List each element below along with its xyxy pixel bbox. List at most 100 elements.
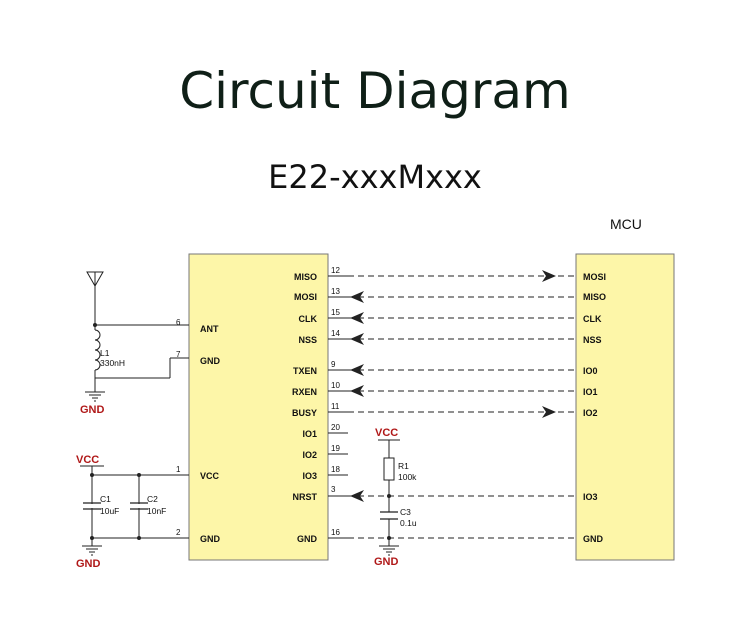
module-chip xyxy=(188,253,329,561)
svg-text:GND: GND xyxy=(297,534,318,544)
gnd-label-mid: GND xyxy=(374,556,399,568)
c2-ref: C2 xyxy=(147,494,158,504)
antenna-icon xyxy=(86,271,104,325)
capacitor-c1 xyxy=(83,502,101,510)
mcu-pin-io3: IO3 xyxy=(583,492,598,502)
svg-text:11: 11 xyxy=(331,402,340,411)
junction-dot xyxy=(137,473,141,477)
svg-text:NSS: NSS xyxy=(298,335,317,345)
module-right-pin-io1: IO1 20 xyxy=(302,423,340,439)
module-left-pin-gnd-2: GND 2 xyxy=(176,528,221,544)
module-left-pin-gnd: GND 7 xyxy=(176,350,221,366)
vcc-label-mid: VCC xyxy=(375,427,398,439)
ground-icon xyxy=(379,545,399,556)
c2-gap xyxy=(137,504,141,508)
module-right-pin-nrst: NRST 3 xyxy=(293,485,337,502)
l1-value: 330nH xyxy=(100,358,125,368)
ground-icon xyxy=(82,545,102,556)
capacitor-c3 xyxy=(380,511,398,520)
nrst-reset-network xyxy=(378,439,400,546)
svg-text:3: 3 xyxy=(331,485,336,494)
mcu-pin-io2: IO2 xyxy=(583,408,598,418)
svg-text:TXEN: TXEN xyxy=(293,366,317,376)
svg-text:GND: GND xyxy=(200,356,221,366)
vcc-bus-left xyxy=(80,465,189,546)
svg-text:2: 2 xyxy=(176,528,181,537)
diagram-subtitle: E22-xxxMxxx xyxy=(268,158,482,196)
svg-text:1: 1 xyxy=(176,465,181,474)
l1-ref: L1 xyxy=(100,348,110,358)
junction-dot xyxy=(387,494,391,498)
c3-value: 0.1u xyxy=(400,518,417,528)
module-right-pin-io2: IO2 19 xyxy=(302,444,340,460)
svg-text:15: 15 xyxy=(331,308,340,317)
svg-text:12: 12 xyxy=(331,266,340,275)
svg-text:10: 10 xyxy=(331,381,340,390)
junction-dot xyxy=(90,473,94,477)
module-right-pin-nss: NSS 14 xyxy=(298,329,340,345)
svg-text:6: 6 xyxy=(176,318,181,327)
module-right-pin-gnd: GND 16 xyxy=(297,528,340,544)
mcu-pin-io1: IO1 xyxy=(583,387,598,397)
module-right-pin-mosi: MOSI 13 xyxy=(294,287,340,302)
mcu-pin-nss: NSS xyxy=(583,335,602,345)
svg-text:VCC: VCC xyxy=(200,471,220,481)
module-left-pin-vcc: VCC 1 xyxy=(176,465,220,481)
svg-text:MISO: MISO xyxy=(294,272,317,282)
junction-dot xyxy=(137,536,141,540)
svg-text:IO3: IO3 xyxy=(302,471,317,481)
inductor-l1 xyxy=(94,324,189,392)
gnd-label-top-left: GND xyxy=(80,404,105,416)
capacitor-c2 xyxy=(130,502,148,510)
mcu-chip xyxy=(575,253,675,561)
module-right-pin-clk: CLK 15 xyxy=(299,308,341,324)
module-pin-stubs xyxy=(328,275,348,539)
svg-text:ANT: ANT xyxy=(200,324,219,334)
c2-value: 10nF xyxy=(147,506,166,516)
module-right-pin-miso: MISO 12 xyxy=(294,266,340,282)
signal-arrows xyxy=(350,270,556,502)
junction-dot xyxy=(90,536,94,540)
module-right-pin-busy: BUSY 11 xyxy=(292,402,340,418)
svg-text:13: 13 xyxy=(331,287,340,296)
svg-text:9: 9 xyxy=(331,360,336,369)
svg-text:16: 16 xyxy=(331,528,340,537)
svg-text:20: 20 xyxy=(331,423,340,432)
c1-gap xyxy=(90,504,94,508)
vcc-label-left: VCC xyxy=(76,454,99,466)
ground-icon xyxy=(85,391,105,402)
diagram-title: Circuit Diagram xyxy=(179,62,571,120)
svg-text:19: 19 xyxy=(331,444,340,453)
junction-dot xyxy=(93,323,97,327)
junction-dot xyxy=(387,536,391,540)
mcu-label: MCU xyxy=(610,216,642,232)
module-right-pin-txen: TXEN 9 xyxy=(293,360,336,376)
svg-text:7: 7 xyxy=(176,350,181,359)
module-right-pin-io3: IO3 18 xyxy=(302,465,340,481)
mcu-pin-clk: CLK xyxy=(583,314,602,324)
mcu-pin-miso: MISO xyxy=(583,292,606,302)
mcu-pin-mosi: MOSI xyxy=(583,272,606,282)
c3-ref: C3 xyxy=(400,507,411,517)
module-left-pin-ant: ANT 6 xyxy=(176,318,219,334)
svg-text:MOSI: MOSI xyxy=(294,292,317,302)
svg-text:14: 14 xyxy=(331,329,340,338)
svg-text:CLK: CLK xyxy=(299,314,318,324)
svg-text:BUSY: BUSY xyxy=(292,408,317,418)
svg-text:NRST: NRST xyxy=(293,492,318,502)
c1-value: 10uF xyxy=(100,506,119,516)
r1-value: 100k xyxy=(398,472,417,482)
mcu-pin-gnd: GND xyxy=(583,534,604,544)
r1-ref: R1 xyxy=(398,461,409,471)
module-right-pin-rxen: RXEN 10 xyxy=(292,381,340,397)
svg-text:GND: GND xyxy=(200,534,221,544)
c1-ref: C1 xyxy=(100,494,111,504)
gnd-label-bottom-left: GND xyxy=(76,558,101,570)
mcu-pin-io0: IO0 xyxy=(583,366,598,376)
svg-text:RXEN: RXEN xyxy=(292,387,317,397)
svg-text:18: 18 xyxy=(331,465,340,474)
svg-text:IO2: IO2 xyxy=(302,450,317,460)
svg-text:IO1: IO1 xyxy=(302,429,317,439)
signal-wires xyxy=(348,275,576,539)
